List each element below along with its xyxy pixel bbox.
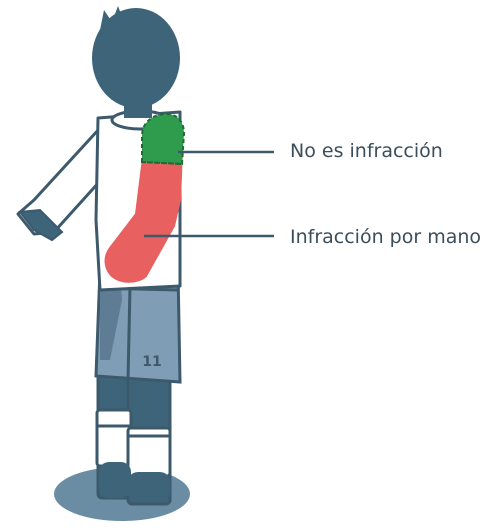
shorts — [94, 268, 182, 384]
front-arm — [104, 112, 186, 283]
label-handball-offence: Infracción por mano — [290, 226, 482, 248]
label-no-offence: No es infracción — [290, 140, 443, 162]
shorts-number: 11 — [142, 354, 161, 370]
left-boot — [99, 462, 131, 498]
head — [92, 6, 180, 118]
offence-zone — [104, 149, 183, 283]
legs — [95, 370, 172, 506]
right-boot — [128, 472, 170, 502]
left-sock — [95, 408, 133, 468]
allowed-zone — [141, 112, 186, 166]
hair-tuft — [100, 6, 134, 30]
